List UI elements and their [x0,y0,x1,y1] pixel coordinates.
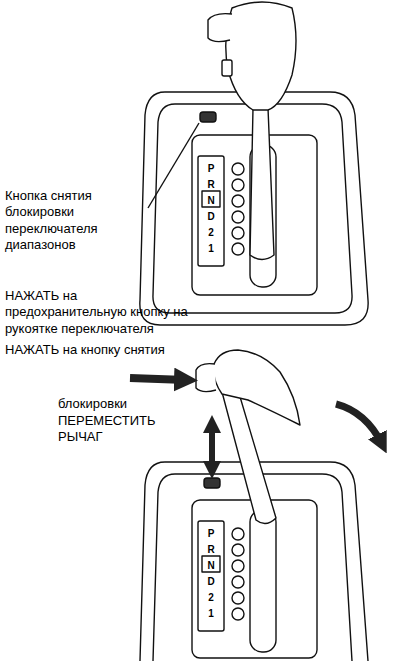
range-letter: 2 [204,592,218,604]
lever-shaft [250,108,274,260]
range-letter: N [204,195,218,207]
instruction-label: НАЖАТЬ на кнопку снятия [5,342,195,358]
range-letter: D [204,211,218,223]
lock-release-button [204,478,220,488]
indicator-lamps [232,528,244,620]
instruction-label: ПЕРЕМЕСТИТЬ РЫЧАГ [58,413,168,446]
range-letter: P [204,163,218,175]
range-letter: R [204,179,218,191]
indicator-frame [202,191,220,207]
range-letter: N [204,560,218,572]
instruction-label: блокировки [58,396,178,412]
leader-line [148,123,199,208]
indicator-lamps [232,163,244,255]
instruction-label: НАЖАТЬ на предохранительную кнопку на ру… [5,288,193,337]
lever-knob [226,2,296,110]
push-arrow [130,378,186,380]
gate-plate [192,500,317,658]
top-figure [140,2,368,325]
lock-release-button [200,112,216,122]
indicator-frame [202,556,220,572]
move-arrow [336,404,382,444]
press-arrow [209,424,215,470]
indicator-strip [198,156,224,266]
gate-slot [250,510,276,652]
knob-side-button [222,60,232,76]
instruction-label: Кнопка снятия блокировки переключателя д… [5,188,145,253]
indicator-strip [198,521,224,631]
console-frame [140,92,368,325]
lever-knob [214,350,300,425]
range-letter: 1 [204,608,218,620]
knob-button [196,364,216,392]
bottom-figure [140,350,368,661]
range-letter: R [204,544,218,556]
range-letter: 1 [204,243,218,255]
console-inner-frame [153,104,352,313]
range-letter: D [204,576,218,588]
range-letter: 2 [204,227,218,239]
knob-button [208,14,232,42]
motion-arrows [130,378,382,470]
range-letter: P [204,528,218,540]
